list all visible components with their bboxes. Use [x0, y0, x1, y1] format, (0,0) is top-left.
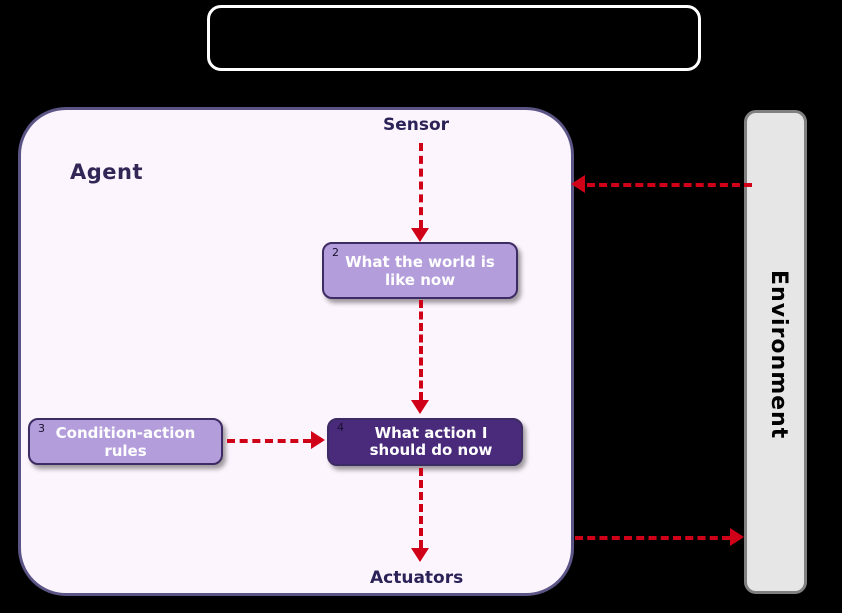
actuators-label: Actuators [370, 568, 464, 588]
environment-label-wrap: Environment [747, 113, 810, 597]
arrowhead-left-icon [571, 175, 585, 193]
node-what-action-i-should-do-now[interactable]: 4 What action I should do now [327, 418, 523, 466]
arrow-line [419, 468, 423, 548]
node-number-3: 3 [38, 422, 45, 435]
environment-label: Environment [766, 270, 791, 440]
node-condition-action-rules[interactable]: 3 Condition-action rules [28, 418, 223, 465]
arrowhead-down-icon [411, 228, 429, 242]
arrow-line [575, 536, 730, 540]
arrowhead-down-icon [411, 400, 429, 414]
node-label-action: What action I should do now [369, 423, 493, 459]
arrowhead-right-icon [730, 528, 744, 546]
sensor-label: Sensor [383, 115, 450, 135]
node-what-the-world-is-like-now[interactable]: 2 What the world is like now [322, 242, 518, 299]
arrowhead-right-icon [311, 431, 325, 449]
environment-container: Environment [744, 110, 807, 594]
arrow-line [419, 143, 423, 228]
node-number-4: 4 [337, 421, 344, 434]
arrowhead-down-icon [411, 548, 429, 562]
title-box [207, 5, 701, 71]
agent-label: Agent [70, 160, 144, 184]
arrow-line [227, 439, 311, 443]
node-number-2: 2 [332, 246, 339, 259]
arrow-line [419, 300, 423, 400]
node-label-world: What the world is like now [345, 252, 495, 289]
arrow-line [587, 183, 752, 187]
agent-container [18, 107, 574, 596]
node-label-rules: Condition-action rules [55, 423, 196, 460]
